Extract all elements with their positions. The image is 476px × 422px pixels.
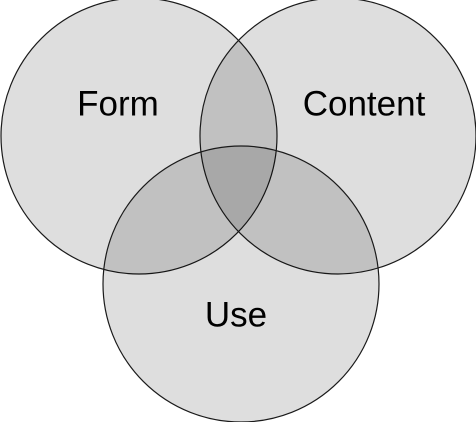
circle-form (0, 0, 278, 275)
circle-use (102, 145, 380, 422)
label-content: Content (303, 84, 426, 123)
label-form: Form (77, 84, 159, 123)
label-use: Use (205, 295, 267, 334)
circle-content (199, 0, 476, 275)
venn-labels: Form Content Use (77, 84, 425, 334)
